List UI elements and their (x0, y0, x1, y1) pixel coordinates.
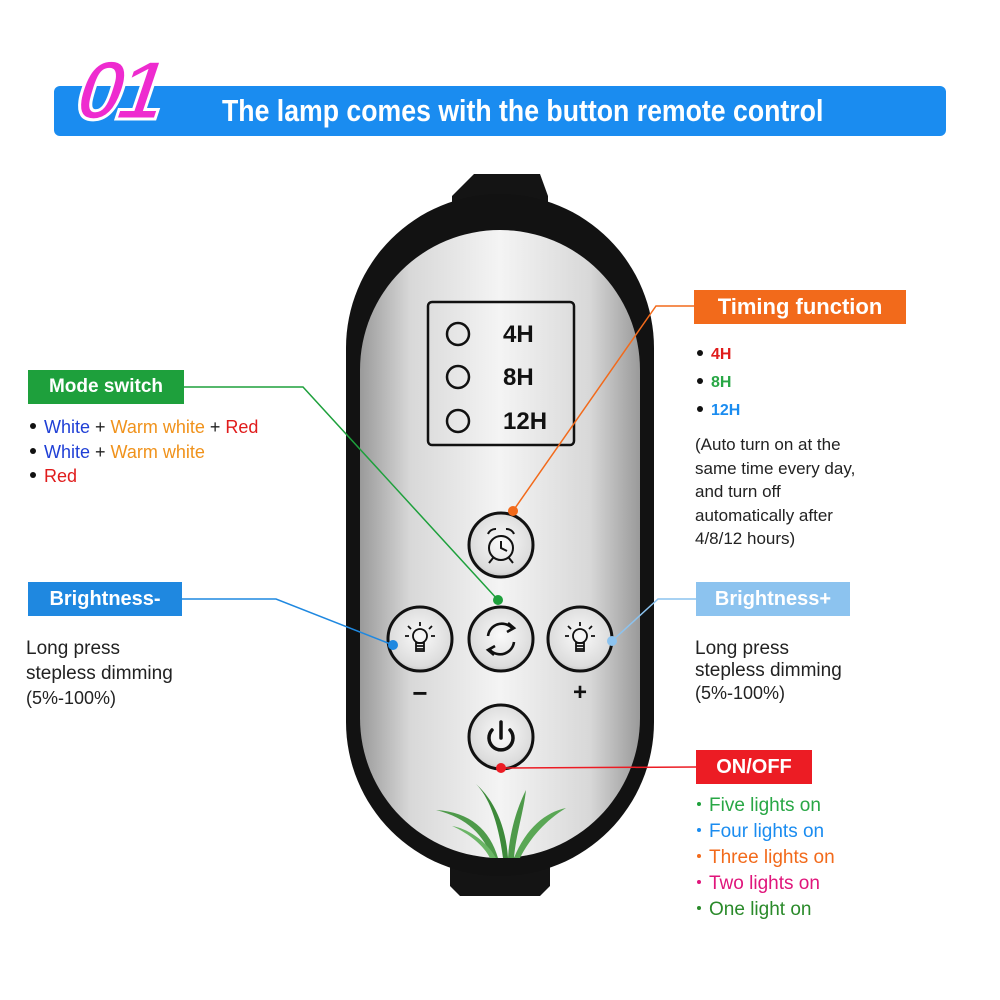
desc-line: Long press (695, 638, 790, 659)
desc-line: automatically after (695, 505, 833, 525)
brightness-plus-button[interactable] (546, 605, 614, 673)
bminus-connector (182, 598, 394, 646)
onoff-text: One light on (709, 899, 812, 920)
power-button[interactable] (467, 703, 535, 771)
onoff-item-1: Five lights on (697, 795, 821, 817)
title-banner (54, 86, 946, 136)
timing-item-4h: 4H (697, 344, 731, 366)
grass-logo (436, 784, 566, 858)
minus-symbol: − (412, 678, 427, 708)
onoff-text: Five lights on (709, 795, 821, 816)
timer-led-12h (445, 408, 471, 434)
brightness-minus-label: Brightness- (28, 582, 182, 616)
alarm-clock-icon (487, 528, 515, 564)
timing-description: (Auto turn on at the same time every day… (695, 433, 855, 551)
timing-connector (512, 305, 694, 512)
timing-function-label: Timing function (694, 290, 906, 324)
mode-text: + (90, 442, 111, 462)
desc-line: Long press (26, 638, 121, 659)
mode-text: + (90, 417, 111, 437)
onoff-item-4: Two lights on (697, 873, 820, 895)
timing-dot (508, 506, 518, 516)
bullet (697, 405, 703, 412)
banner-title: The lamp comes with the button remote co… (222, 93, 824, 128)
timing-text: 8H (711, 374, 732, 391)
plus-symbol: + (573, 679, 587, 706)
connector-lines (182, 305, 697, 769)
bullet (697, 853, 701, 858)
mode-text: Warm white (110, 417, 205, 437)
mode-dot (493, 595, 503, 605)
timer-option-12h: 12H (503, 408, 547, 435)
onoff-item-5: One light on (697, 899, 811, 921)
brightness-minus-button[interactable] (386, 605, 454, 673)
cycle-arrows-icon (485, 622, 517, 656)
onoff-text: Three lights on (709, 847, 835, 868)
onoff-item-2: Four lights on (697, 821, 824, 843)
bplus-dot (607, 636, 617, 646)
mode-text: Red (225, 417, 259, 437)
timer-led-8h (445, 364, 471, 390)
desc-line: (Auto turn on at the (695, 435, 841, 454)
power-icon (487, 720, 515, 752)
bullet (697, 905, 701, 910)
mode-text: + (204, 417, 226, 437)
brightness-plus-label: Brightness+ (696, 582, 850, 616)
timer-led-4h (445, 321, 471, 347)
mode-text: Warm white (110, 442, 205, 462)
mode-button[interactable] (467, 605, 535, 673)
bullet (697, 349, 703, 356)
brightness-plus-description: Long press stepless dimming (5%-100%) (695, 638, 842, 704)
timer-option-8h: 8H (503, 364, 534, 391)
onoff-label: ON/OFF (696, 750, 812, 784)
mode-item-3: Red (30, 465, 77, 487)
desc-line: stepless dimming (26, 663, 173, 684)
mode-item-2: White + Warm white (30, 441, 205, 463)
bullet (697, 377, 703, 384)
mode-text: White (44, 417, 91, 437)
desc-line: (5%-100%) (695, 683, 786, 703)
desc-line: 4/8/12 hours) (695, 529, 796, 548)
bulb-icon (565, 622, 595, 652)
onoff-item-3: Three lights on (697, 847, 835, 869)
desc-line: and turn off (695, 482, 781, 501)
timing-item-12h: 12H (697, 400, 740, 422)
desc-line: stepless dimming (695, 660, 842, 681)
bullet (30, 448, 36, 455)
onoff-dot (496, 763, 506, 773)
timer-button[interactable] (467, 511, 535, 579)
timer-option-4h: 4H (503, 321, 534, 348)
bullet (697, 801, 701, 806)
mode-text: White (44, 442, 91, 462)
mode-switch-label: Mode switch (28, 370, 184, 404)
mode-text: Red (44, 466, 78, 486)
mode-connector (184, 386, 499, 601)
bullet (697, 827, 701, 832)
bullet (30, 472, 36, 479)
timing-text: 12H (711, 402, 741, 419)
bullet (697, 879, 701, 884)
bminus-dot (388, 640, 398, 650)
timing-item-8h: 8H (697, 372, 731, 394)
mode-item-1: White + Warm white + Red (30, 416, 258, 438)
onoff-text: Two lights on (709, 873, 820, 894)
desc-line: same time every day, (695, 458, 856, 478)
timer-indicator-panel (426, 300, 576, 447)
onoff-text: Four lights on (709, 821, 825, 842)
bullet (30, 423, 36, 430)
bplus-connector (611, 598, 696, 642)
onoff-connector (500, 766, 697, 769)
bulb-icon (405, 622, 435, 652)
timing-text: 4H (711, 346, 732, 363)
brightness-minus-description: Long press stepless dimming (5%-100%) (26, 636, 173, 711)
desc-line: (5%-100%) (26, 688, 117, 708)
